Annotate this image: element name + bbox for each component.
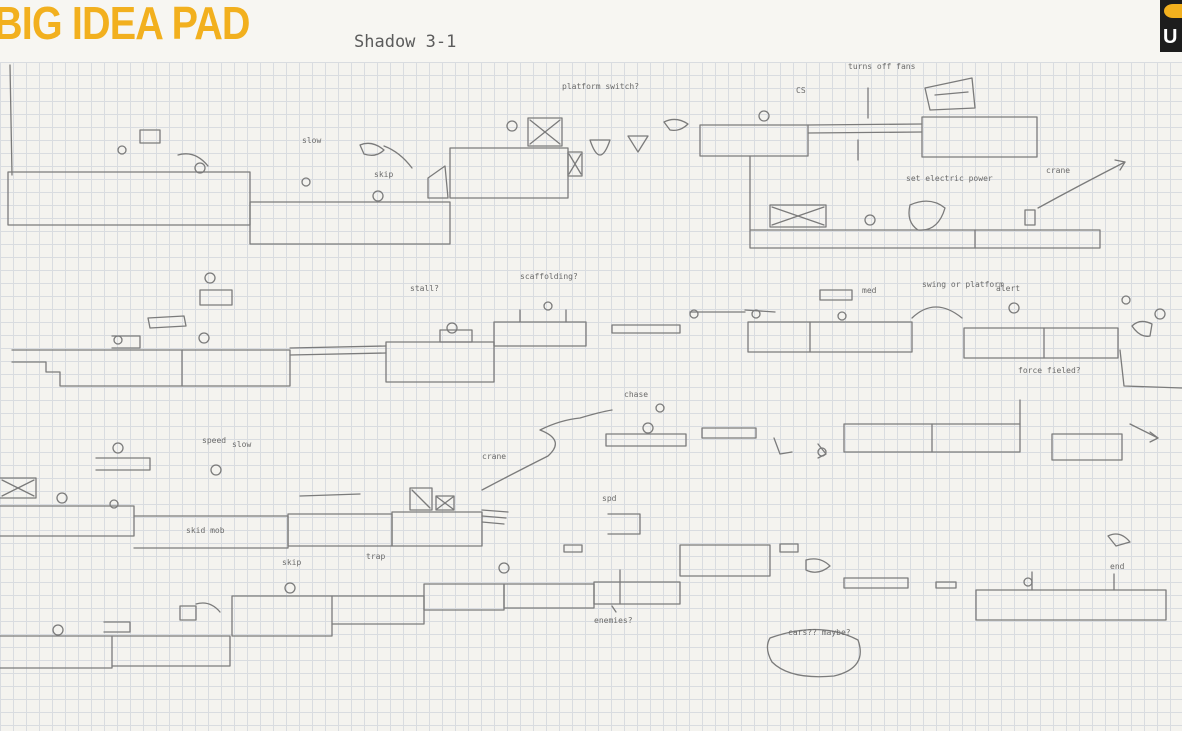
note-trap: trap (366, 552, 386, 561)
note-force-field: force fieled? (1018, 366, 1081, 375)
note-skid-mob: skid mob (186, 526, 225, 535)
character-marks (52, 110, 1166, 636)
row-4-platforms (0, 533, 1167, 678)
note-cars-maybe: cars?? maybe? (788, 628, 851, 637)
note-swing-or-platform: swing or platform (922, 280, 1004, 289)
note-platform-switch: platform switch? (562, 82, 640, 91)
logo-letter: U (1163, 26, 1178, 48)
note-crane-mid: crane (482, 452, 507, 461)
note-cs: CS (796, 86, 806, 95)
note-end: end (1110, 562, 1125, 571)
pad-header (0, 0, 1182, 62)
row-1-platforms (7, 77, 1126, 249)
note-spd: spd (602, 494, 617, 503)
sketch-heading: Shadow 3-1 (354, 32, 457, 52)
note-slow-mid: slow (232, 440, 252, 449)
note-turns-off-fans: turns off fans (848, 62, 916, 71)
row-2-platforms (11, 289, 1182, 389)
note-enemies: enemies? (594, 616, 633, 625)
row-3-platforms (0, 399, 1159, 549)
brand-title: BIG IDEA PAD (0, 0, 250, 49)
note-slow-top: slow (302, 136, 322, 145)
university-logo: U (1160, 0, 1182, 52)
margin-line (9, 64, 13, 176)
note-skip-top: skip (374, 170, 394, 179)
note-chase-mid: chase (624, 390, 649, 399)
note-alert: alert (996, 284, 1021, 293)
note-skip-low: skip (282, 558, 302, 567)
note-scaffolding: scaffolding? (520, 272, 578, 281)
note-med: med (862, 286, 877, 295)
note-stall: stall? (410, 284, 439, 293)
logo-seal-icon (1164, 4, 1182, 18)
note-set-electric-power: set electric power (906, 174, 993, 183)
note-speed: speed (202, 436, 227, 445)
note-crane-top: crane (1046, 166, 1071, 175)
